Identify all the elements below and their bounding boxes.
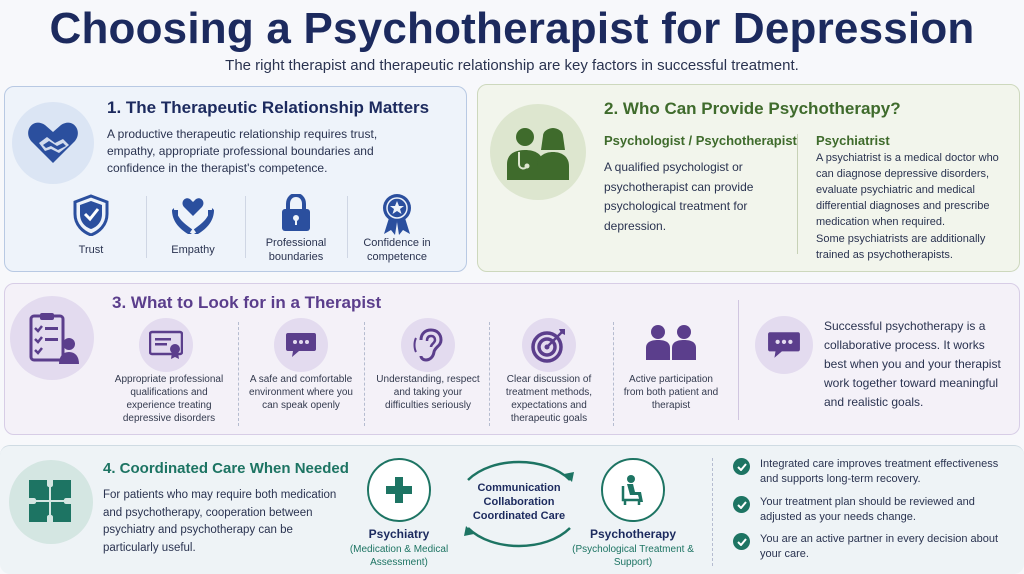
criterion-clear-discussion: Clear discussion of treatment methods, e… — [505, 374, 593, 424]
divider — [797, 134, 798, 254]
boundaries-label: Professional boundaries — [265, 237, 327, 263]
criterion-qualifications: Appropriate professional qualifications … — [114, 374, 224, 424]
speech-bubble-icon — [755, 316, 813, 374]
award-ribbon-icon — [383, 194, 411, 235]
checkmark-icon — [733, 496, 750, 513]
shield-check-icon — [73, 194, 109, 236]
trust-label: Trust — [78, 244, 104, 256]
two-people-icon — [645, 324, 697, 365]
doctor-and-person-icon — [490, 104, 586, 200]
checkmark-icon — [733, 533, 750, 550]
section4-heading: 4. Coordinated Care When Needed — [103, 460, 349, 477]
psychotherapy-node-sub: (Psychological Treatment & Support) — [572, 544, 694, 568]
divider — [238, 322, 239, 426]
competence-item: Confidence in competence — [354, 192, 440, 264]
psychiatrist-title: Psychiatrist — [816, 133, 890, 148]
page-subtitle: The right therapist and therapeutic rela… — [225, 57, 799, 74]
check-item: Your treatment plan should be reviewed a… — [733, 495, 1013, 525]
competence-label: Confidence in competence — [363, 237, 431, 263]
criterion-safe-environment: A safe and comfortable environment where… — [249, 374, 353, 411]
divider — [146, 196, 147, 258]
section3-heading: 3. What to Look for in a Therapist — [112, 293, 382, 312]
checklist-person-icon — [10, 296, 94, 380]
person-in-armchair-icon — [601, 458, 665, 522]
checkmark-icon — [733, 458, 750, 475]
check-text: Your treatment plan should be reviewed a… — [760, 496, 975, 523]
criterion-active-participation: Active participation from both patient a… — [623, 374, 719, 411]
empathy-label: Empathy — [171, 244, 215, 256]
padlock-icon — [282, 194, 310, 231]
certificate-icon — [139, 318, 193, 372]
medical-cross-icon — [367, 458, 431, 522]
check-text: You are an active partner in every decis… — [760, 533, 999, 560]
divider — [347, 196, 348, 258]
empathy-item: Empathy — [160, 194, 226, 260]
divider — [364, 322, 365, 426]
check-item: You are an active partner in every decis… — [733, 532, 1013, 562]
puzzle-pieces-icon — [9, 460, 93, 544]
criterion-understanding: Understanding, respect and taking your d… — [376, 374, 480, 411]
boundaries-item: Professional boundaries — [256, 194, 336, 264]
cycle-arrows-icon — [464, 460, 574, 548]
psychiatrist-body: A psychiatrist is a medical doctor who c… — [816, 152, 999, 228]
divider — [738, 300, 739, 420]
speech-bubble-icon — [274, 318, 328, 372]
ear-icon — [401, 318, 455, 372]
section2-heading: 2. Who Can Provide Psychotherapy? — [604, 99, 901, 118]
divider — [489, 322, 490, 426]
collaboration-note: Successful psychotherapy is a collaborat… — [824, 319, 1001, 409]
divider — [613, 322, 614, 426]
check-text: Integrated care improves treatment effec… — [760, 458, 999, 485]
psychiatry-node-title: Psychiatry — [368, 527, 430, 541]
target-icon — [522, 318, 576, 372]
psychologist-body: A qualified psychologist or psychotherap… — [604, 160, 754, 233]
communication-label: Communication — [477, 482, 561, 494]
psychiatry-node-sub: (Medication & Medical Assessment) — [349, 544, 449, 568]
section4-body: For patients who may require both medica… — [103, 489, 337, 554]
psychologist-title: Psychologist / Psychotherapist — [604, 133, 797, 148]
collaboration-label: Collaboration — [483, 496, 555, 508]
divider — [712, 458, 713, 566]
trust-item: Trust — [58, 194, 124, 260]
check-item: Integrated care improves treatment effec… — [733, 457, 1013, 487]
section1-body: A productive therapeutic relationship re… — [107, 127, 378, 175]
hands-heart-icon — [172, 198, 214, 234]
divider — [245, 196, 246, 258]
page-title: Choosing a Psychotherapist for Depressio… — [49, 4, 975, 53]
coordinated-care-panel — [0, 445, 1024, 574]
psychiatrist-body-2: Some psychiatrists are additionally trai… — [816, 233, 986, 261]
section1-heading: 1. The Therapeutic Relationship Matters — [107, 98, 430, 117]
psychotherapy-node-title: Psychotherapy — [589, 527, 677, 541]
handshake-heart-icon — [12, 102, 94, 184]
coordinated-care-label: Coordinated Care — [472, 510, 566, 522]
